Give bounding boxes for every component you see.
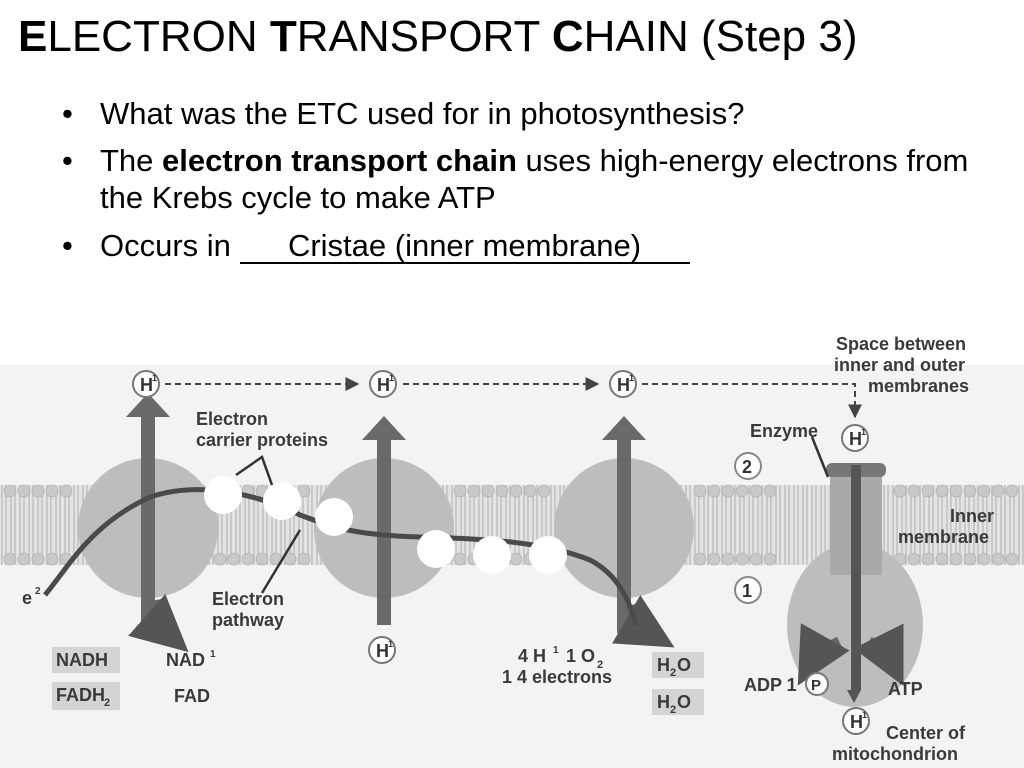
nad-label: NAD 1: [166, 649, 216, 670]
h-sup: 1: [152, 373, 157, 383]
title-rest-chain: HAIN: [583, 12, 701, 61]
nadh-label: NADH: [56, 650, 108, 670]
nadh-curve-arrow: [128, 594, 189, 653]
svg-text:4 H: 4 H: [518, 646, 546, 666]
svg-text:H: H: [657, 655, 670, 675]
oxygen-reaction-label: 4 H 1 1 O 2 1 4 electrons: [502, 645, 612, 687]
electron-symbol: e 2: [22, 586, 41, 608]
etc-diagram: H 1 H 1 H 1 H 1 H 1 H 1 2 1 Space betwee…: [0, 334, 1024, 768]
svg-text:2: 2: [597, 659, 603, 671]
space-between-label: Space between inner and outer membranes: [834, 334, 971, 396]
electron-carriers: [204, 476, 567, 574]
electron-carrier-label: Electron carrier proteins: [196, 409, 328, 450]
svg-text:2: 2: [35, 586, 41, 597]
proton-pump-arrows: [126, 393, 646, 633]
fad-label: FAD: [174, 686, 210, 706]
step-two-marker: 2: [734, 452, 762, 480]
h-sup: 1: [388, 639, 393, 649]
svg-text:FADH: FADH: [56, 685, 105, 705]
title-cap-t: T: [269, 12, 297, 61]
bullet-2-post: uses high-energy electrons from the Kreb…: [100, 143, 969, 216]
atp-label: ATP: [888, 679, 923, 699]
svg-text:2: 2: [104, 697, 110, 709]
pathway-pointer: [260, 529, 302, 594]
h-label: H: [140, 375, 153, 395]
fadh2-label: FADH 2: [56, 685, 110, 709]
inner-membrane-label: Inner membrane: [898, 506, 999, 547]
fill-in-answer: Cristae (inner membrane): [239, 229, 690, 265]
svg-text:1: 1: [742, 581, 752, 601]
svg-text:H: H: [657, 692, 670, 712]
svg-text:2: 2: [670, 667, 676, 679]
svg-text:O: O: [677, 692, 691, 712]
svg-text:1 O: 1 O: [566, 646, 595, 666]
bullet-1-text: What was the ETC used for in photosynthe…: [100, 96, 745, 131]
h-label: H: [377, 375, 390, 395]
dash-arrow-3: [642, 383, 862, 419]
h-sup: 1: [861, 427, 866, 437]
hydrogen-ion-top-2: H 1: [369, 370, 397, 398]
bullet-list: What was the ETC used for in photosynthe…: [62, 95, 992, 274]
bullet-2-bold: electron transport chain: [162, 143, 517, 179]
nadh-box: [52, 647, 120, 673]
center-mitochondrion-label: Center of mitochondrion: [832, 723, 970, 764]
h-label: H: [849, 429, 862, 449]
bullet-2-pre: The: [100, 143, 163, 179]
water-label-2: H 2 O: [657, 692, 691, 716]
h-label: H: [617, 375, 630, 395]
atp-curve-arrow: [853, 623, 904, 687]
title-cap-c: C: [551, 12, 584, 61]
adp-label: ADP 1: [744, 675, 797, 695]
fadh2-box: [52, 682, 120, 710]
hydrogen-ion-center: H 1: [842, 707, 870, 735]
hydrogen-ion-top-3: H 1: [609, 370, 637, 398]
bullet-3-pre: Occurs in: [100, 227, 240, 263]
bullet-location: Occurs in Cristae (inner membrane): [62, 227, 992, 265]
svg-text:2: 2: [670, 704, 676, 716]
title-rest-transport: RANSPORT: [296, 12, 552, 61]
slide-title: ELECTRON TRANSPORT CHAIN (Step 3): [18, 12, 858, 63]
step-one-marker: 1: [734, 576, 762, 604]
phosphate-marker: P: [805, 672, 829, 696]
h-sup: 1: [629, 373, 634, 383]
svg-text:1 4 electrons: 1 4 electrons: [502, 667, 612, 687]
enzyme-pointer: [810, 436, 830, 478]
carrier-pointer: [235, 455, 274, 486]
hydrogen-ion-bottom: H 1: [368, 636, 396, 664]
adp-curve-arrow: [797, 623, 850, 686]
water-box-2: [652, 689, 704, 715]
svg-text:O: O: [677, 655, 691, 675]
svg-text:e: e: [22, 588, 32, 608]
h-sup: 1: [389, 373, 394, 383]
hydrogen-ion-enzyme: H 1: [841, 424, 869, 452]
title-step: (Step 3): [700, 12, 858, 61]
svg-text:2: 2: [742, 457, 752, 477]
bullet-etc-question: What was the ETC used for in photosynthe…: [62, 95, 992, 132]
pump-arrow-1: [126, 393, 170, 633]
water-label-1: H 2 O: [657, 655, 691, 679]
title-cap-e: E: [18, 12, 48, 61]
pump-arrow-3: [602, 416, 646, 633]
enzyme-label: Enzyme: [750, 421, 818, 441]
bullet-etc-definition: The electron transport chain uses high-e…: [62, 142, 992, 216]
title-rest-electron: LECTRON: [47, 12, 270, 61]
hydrogen-ion-top-1: H 1: [132, 370, 160, 398]
svg-text:NAD: NAD: [166, 650, 205, 670]
h-sup: 1: [862, 710, 867, 720]
svg-text:P: P: [811, 677, 821, 694]
water-box-1: [652, 652, 704, 678]
svg-text:1: 1: [210, 649, 216, 660]
electron-pathway-label: Electron pathway: [212, 589, 289, 630]
h-label: H: [850, 712, 863, 732]
svg-text:1: 1: [553, 645, 559, 656]
h-label: H: [376, 641, 389, 661]
pump-arrow-2: [362, 416, 406, 625]
